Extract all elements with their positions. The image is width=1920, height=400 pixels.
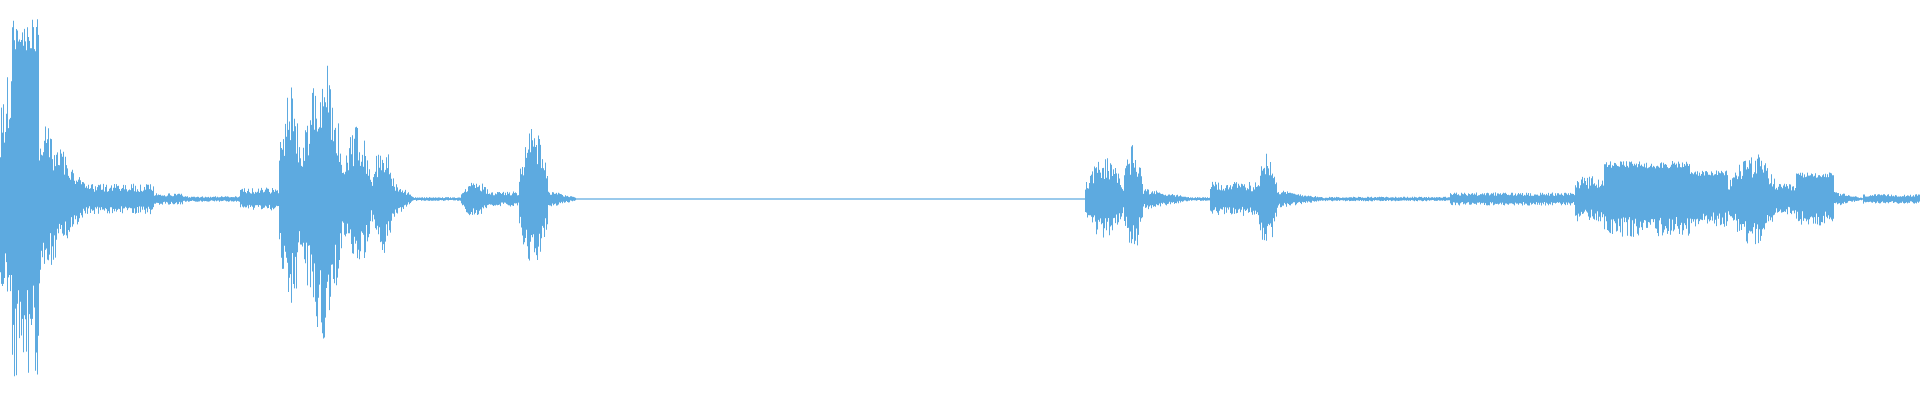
waveform-amplitude-path	[0, 19, 1920, 377]
waveform-bars	[0, 19, 1920, 377]
